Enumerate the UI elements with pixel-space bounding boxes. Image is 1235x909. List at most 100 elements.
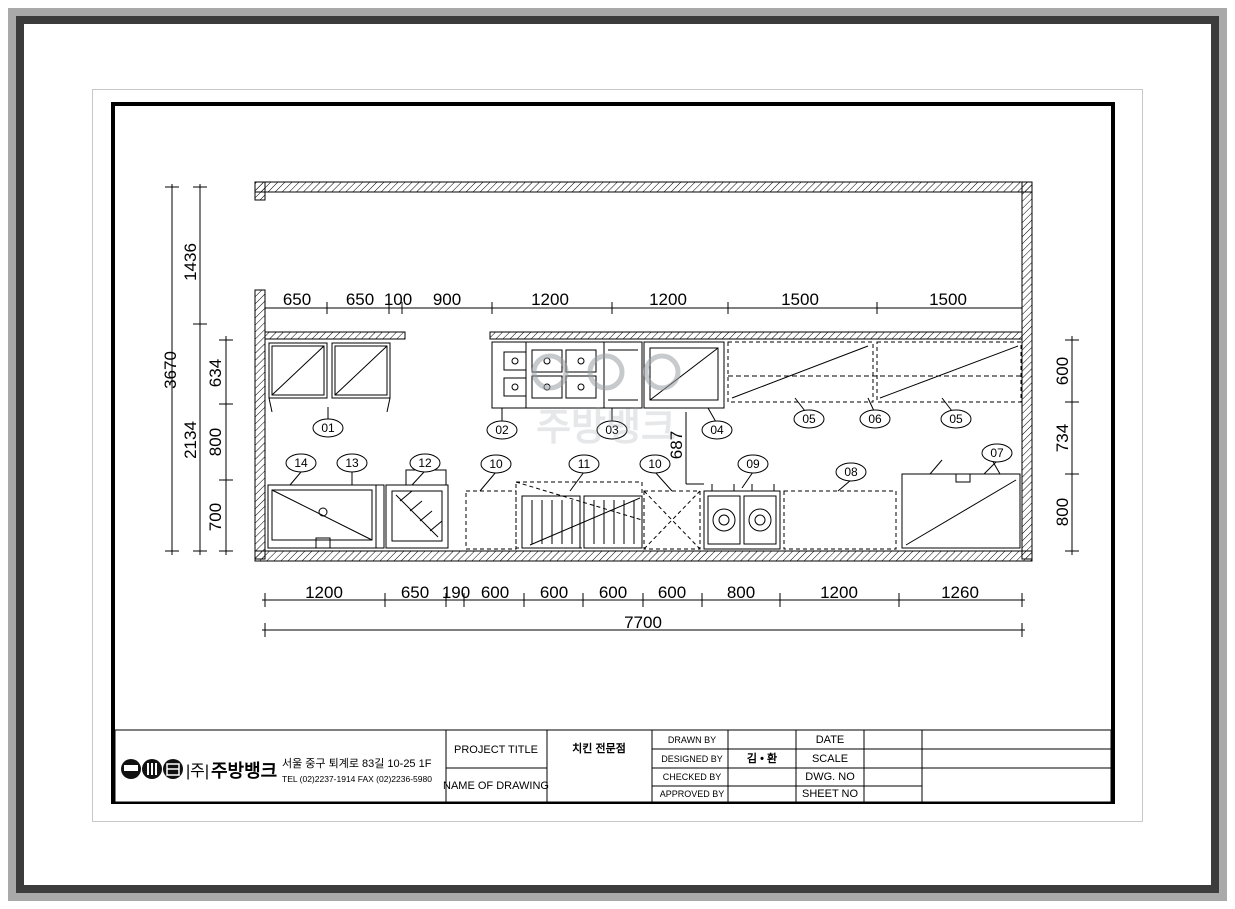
svg-text:04: 04 — [710, 423, 724, 437]
left-dimension-chains — [165, 184, 233, 555]
top-dim-2: 650 — [346, 290, 374, 309]
company-name: 주방뱅크 — [211, 761, 277, 781]
bottom-wall — [254, 550, 1033, 562]
top-wall — [254, 181, 1033, 193]
tag-06: 06 — [859, 409, 891, 429]
tag-14: 14 — [285, 453, 317, 473]
bottom-dim-3: 190 — [442, 583, 470, 602]
fridge-unit-c — [643, 341, 725, 409]
tag-08: 08 — [835, 462, 867, 482]
tag-10a: 10 — [480, 454, 512, 474]
drawn-by-label: DRAWN BY — [668, 735, 716, 745]
fryer-a — [521, 495, 581, 549]
upper-equipment-row — [268, 341, 1022, 413]
prep-unit — [603, 341, 643, 409]
table-08 — [783, 490, 897, 550]
svg-text:14: 14 — [294, 456, 308, 470]
bottom-dim-9: 1200 — [820, 583, 858, 602]
svg-text:02: 02 — [495, 423, 509, 437]
right-dim-800: 800 — [1053, 498, 1072, 526]
svg-text:05: 05 — [949, 412, 963, 426]
bottom-dim-7: 600 — [658, 583, 686, 602]
logo-fridge-icon — [163, 759, 183, 779]
left-dim-1436: 1436 — [181, 243, 200, 281]
top-dim-1: 650 — [283, 290, 311, 309]
table-10a — [465, 490, 517, 550]
top-wall-stub — [254, 181, 266, 201]
right-dim-600: 600 — [1053, 357, 1072, 385]
bottom-dimension-chain: 1200 650 190 600 600 600 600 800 1200 12… — [262, 583, 1025, 637]
table-05b — [876, 341, 1022, 403]
project-title-value: 치킨 전문점 — [572, 741, 626, 755]
leader-lines — [289, 397, 997, 492]
svg-text:12: 12 — [418, 456, 432, 470]
tag-03: 03 — [596, 420, 628, 440]
fridge-unit-a — [268, 342, 328, 399]
sink-14 — [267, 484, 377, 549]
top-dim-3: 100 — [384, 290, 412, 309]
checked-by-label: CHECKED BY — [663, 772, 722, 782]
svg-text:03: 03 — [605, 423, 619, 437]
logo-pot-icon — [121, 759, 141, 779]
table-10b — [643, 490, 701, 550]
partition-left — [264, 331, 406, 340]
left-wall — [254, 289, 266, 560]
bottom-dim-8: 800 — [727, 583, 755, 602]
svg-text:10: 10 — [489, 457, 503, 471]
scale-label: SCALE — [812, 753, 848, 765]
tag-10b: 10 — [639, 454, 671, 474]
tag-02: 02 — [486, 420, 518, 440]
bottom-dim-1: 1200 — [305, 583, 343, 602]
top-dimension-chain: 650 650 100 900 1200 1200 1500 1500 — [264, 290, 1023, 314]
tag-05b: 05 — [940, 409, 972, 429]
table-05a — [727, 341, 874, 403]
left-dim-700: 700 — [206, 503, 225, 531]
left-dim-2134: 2134 — [181, 421, 200, 459]
svg-text:01: 01 — [321, 421, 335, 435]
tag-12: 12 — [409, 453, 441, 473]
tag-04: 04 — [701, 420, 733, 440]
designed-by-label: DESIGNED BY — [661, 754, 723, 764]
bottom-dim-5: 600 — [540, 583, 568, 602]
svg-text:06: 06 — [868, 412, 882, 426]
left-dim-800: 800 — [206, 428, 225, 456]
range-09 — [703, 490, 781, 550]
fridge-unit-b — [331, 342, 391, 399]
right-dimension-chain — [1065, 336, 1079, 555]
equipment-tags: 01 02 03 04 05 06 05 14 13 12 10 11 10 0… — [285, 409, 1013, 482]
bottom-dim-2: 650 — [401, 583, 429, 602]
tag-01: 01 — [312, 418, 344, 438]
fryer-b — [583, 495, 643, 549]
svg-text:10: 10 — [648, 457, 662, 471]
company-phone: TEL (02)2237-1914 FAX (02)2236-5980 — [282, 774, 432, 784]
company-address: 서울 중구 퇴계로 83길 10-25 1F — [282, 757, 432, 770]
svg-text:07: 07 — [990, 446, 1004, 460]
approved-by-label: APPROVED BY — [660, 789, 725, 799]
bottom-dim-4: 600 — [481, 583, 509, 602]
svg-text:13: 13 — [345, 456, 359, 470]
svg-text:11: 11 — [578, 457, 591, 471]
designed-by-value: 김 • 환 — [747, 751, 777, 765]
logo-cutlery-icon — [142, 759, 162, 779]
dwg-no-label: DWG. NO — [805, 771, 855, 783]
tag-09: 09 — [737, 454, 769, 474]
watermark: 주방뱅크 — [531, 353, 681, 449]
date-label: DATE — [816, 734, 845, 746]
drawing-border — [111, 102, 1115, 804]
left-dim-3670: 3670 — [161, 351, 180, 389]
name-of-drawing-label: NAME OF DRAWING — [443, 780, 549, 792]
dish-washer-12 — [385, 484, 449, 549]
watermark-text: 주방뱅크 — [536, 407, 676, 449]
svg-text:05: 05 — [802, 412, 816, 426]
lower-equipment-row — [267, 459, 1021, 550]
project-title-label: PROJECT TITLE — [454, 744, 538, 756]
company-logo: |주| 주방뱅크 서울 중구 퇴계로 83길 10-25 1F TEL (02)… — [121, 757, 432, 784]
top-dim-8: 1500 — [929, 290, 967, 309]
tag-07: 07 — [981, 443, 1013, 463]
right-wall — [1021, 181, 1033, 560]
left-dim-634: 634 — [206, 359, 225, 387]
tag-13: 13 — [336, 453, 368, 473]
partition-right — [489, 331, 1023, 340]
right-dim-734: 734 — [1053, 424, 1072, 452]
